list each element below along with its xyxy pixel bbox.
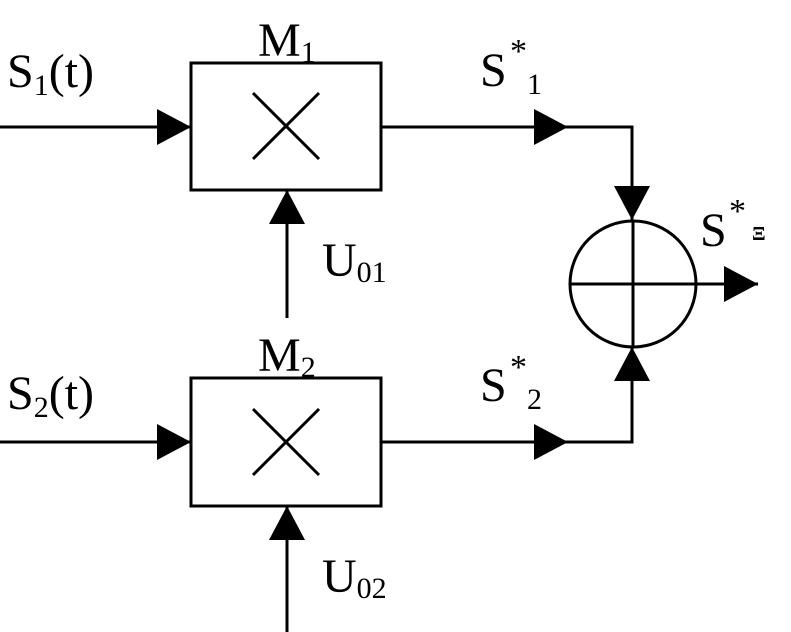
label-s2-star-sub: 2 bbox=[527, 383, 542, 416]
label-s1-star-sup: * bbox=[510, 33, 527, 70]
multiply-icon bbox=[251, 407, 321, 477]
label-s1-input: S1(t) bbox=[7, 45, 94, 102]
label-m1: M1 bbox=[258, 14, 316, 69]
output-s1-star-connector bbox=[568, 125, 650, 220]
multiplier-m1 bbox=[189, 61, 383, 192]
multiplier-m2 bbox=[189, 376, 383, 508]
label-sum-star-sup: * bbox=[729, 193, 746, 230]
multiply-icon bbox=[251, 91, 321, 161]
label-s2-input: S2(t) bbox=[7, 367, 94, 424]
label-s2-star-sup: * bbox=[510, 349, 527, 386]
label-s2-star: S bbox=[480, 359, 507, 412]
output-s2-star-connector bbox=[568, 347, 650, 444]
label-m2: M2 bbox=[258, 329, 316, 384]
label-sum-star-sub: Ξ bbox=[752, 223, 766, 245]
label-u02: U02 bbox=[322, 550, 387, 605]
adder-icon bbox=[568, 219, 698, 349]
label-s1-star-sub: 1 bbox=[527, 68, 542, 101]
label-sum-star: S bbox=[700, 204, 727, 257]
label-s1-star: S bbox=[480, 44, 507, 97]
label-u01: U01 bbox=[322, 234, 387, 289]
